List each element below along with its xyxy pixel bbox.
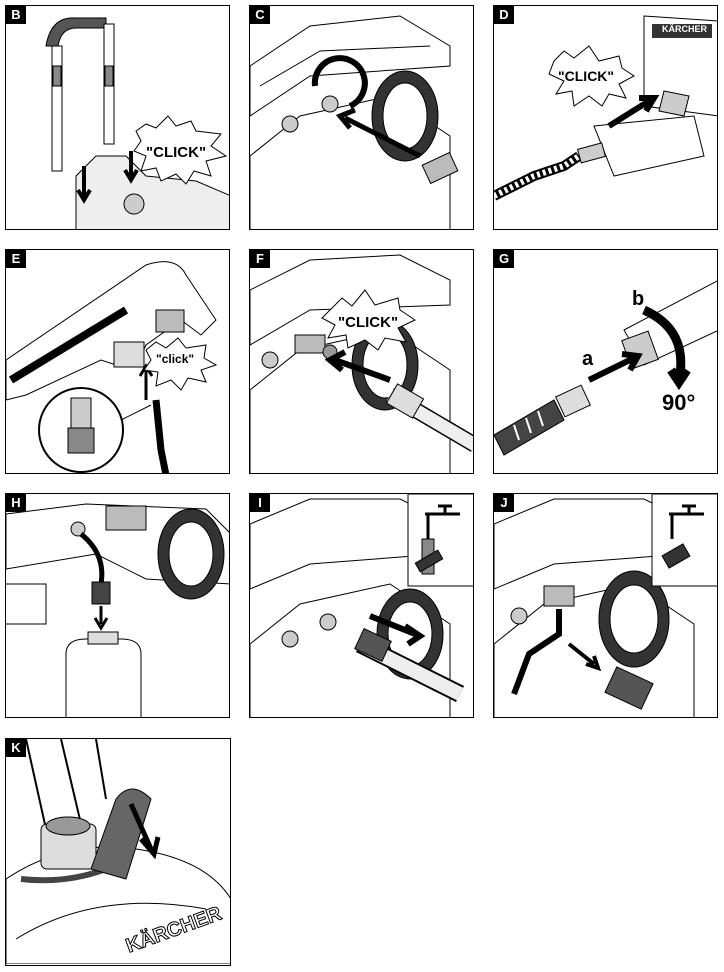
hose-inlet-click-illustration bbox=[250, 254, 473, 473]
panel-label: B bbox=[6, 6, 26, 24]
water-inlet-illustration bbox=[250, 15, 459, 229]
step-a-label: a bbox=[582, 348, 594, 370]
click-callout: "CLICK" bbox=[146, 144, 207, 161]
panel-i: I bbox=[249, 493, 474, 718]
click-burst bbox=[143, 337, 218, 391]
panel-label: E bbox=[6, 250, 26, 268]
panel-label: G bbox=[494, 250, 514, 268]
handle-assembly-illustration bbox=[45, 17, 229, 229]
panel-k: K KÄRCHER bbox=[5, 738, 231, 966]
panel-b: B "CLICK" bbox=[5, 5, 230, 230]
panel-label: D bbox=[494, 6, 514, 24]
click-burst bbox=[133, 115, 228, 185]
panel-label: H bbox=[6, 494, 26, 512]
lance-attachment-illustration bbox=[494, 280, 717, 456]
click-callout: "click" bbox=[156, 352, 195, 366]
panel-e: E "click" bbox=[5, 249, 230, 474]
click-callout: "CLICK" bbox=[338, 314, 399, 331]
panel-c: C bbox=[249, 5, 474, 230]
panel-label: J bbox=[494, 494, 514, 512]
remove-filter-illustration bbox=[494, 494, 717, 717]
panel-d: D "CLICK" KÄRCHER bbox=[493, 5, 718, 230]
click-burst bbox=[548, 45, 635, 107]
panel-g: G a b 90° bbox=[493, 249, 718, 474]
panel-j: J bbox=[493, 493, 718, 718]
panel-f: F "CLICK" bbox=[249, 249, 474, 474]
detergent-hose-illustration bbox=[6, 503, 229, 717]
click-burst bbox=[321, 289, 417, 351]
rotation-angle-label: 90° bbox=[662, 390, 696, 415]
panel-label: C bbox=[250, 6, 270, 24]
panel-h: H bbox=[5, 493, 230, 718]
brand-wordmark: KÄRCHER bbox=[662, 24, 707, 34]
panel-label: F bbox=[250, 250, 270, 268]
spray-gun-illustration bbox=[6, 261, 218, 473]
remove-hose-illustration bbox=[250, 494, 473, 717]
panel-label: I bbox=[250, 494, 270, 512]
lever-lock-illustration bbox=[6, 739, 230, 964]
hose-connection-illustration bbox=[494, 15, 717, 201]
click-callout: "CLICK" bbox=[558, 68, 615, 84]
step-b-label: b bbox=[632, 288, 645, 310]
panel-label: K bbox=[6, 739, 26, 757]
